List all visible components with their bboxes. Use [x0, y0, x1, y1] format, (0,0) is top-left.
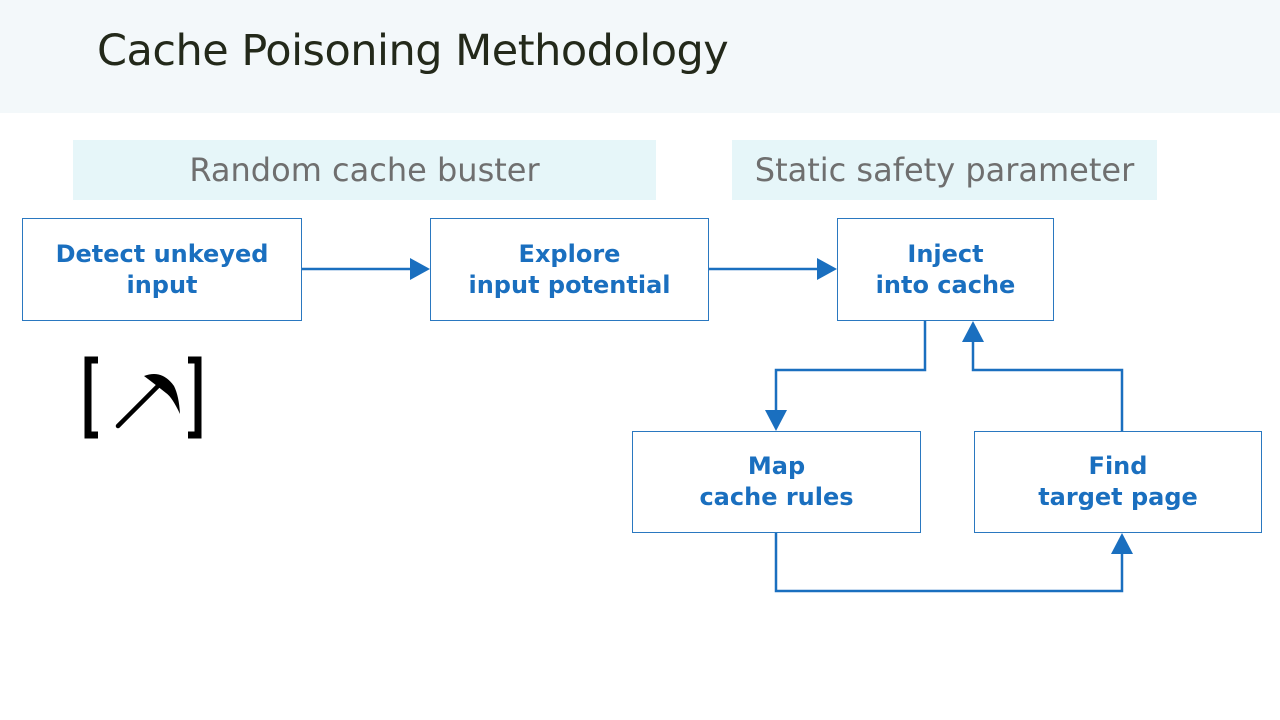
- step-detect-line1: Detect unkeyed: [55, 239, 269, 268]
- step-map-cache-rules: Map cache rules: [632, 431, 921, 533]
- arrow-find-to-inject: [971, 340, 1124, 431]
- step-find-target-page: Find target page: [974, 431, 1262, 533]
- step-map-line1: Map: [747, 452, 806, 480]
- slide-title: Cache Poisoning Methodology: [97, 26, 729, 76]
- arrowhead-explore-to-inject: [817, 258, 837, 280]
- step-explore-line2: input potential: [468, 270, 671, 299]
- step-inject-into-cache: Inject into cache: [837, 218, 1054, 321]
- arrowhead-inject-to-map: [765, 410, 787, 431]
- arrowhead-detect-to-explore: [410, 258, 430, 280]
- band-random-cache-buster: Random cache buster: [73, 140, 656, 200]
- band-static-safety-parameter: Static safety parameter: [732, 140, 1157, 200]
- step-detect-line2: input: [126, 270, 198, 299]
- step-inject-line2: into cache: [875, 270, 1016, 299]
- title-bar: [0, 0, 1280, 113]
- arrow-map-to-find: [774, 533, 1124, 593]
- step-find-line1: Find: [1088, 452, 1148, 480]
- step-map-line2: cache rules: [699, 483, 854, 511]
- step-explore-line1: Explore: [518, 239, 621, 268]
- step-detect-unkeyed-input: Detect unkeyed input: [22, 218, 302, 321]
- step-find-line2: target page: [1038, 483, 1198, 511]
- arrowhead-map-to-find: [1111, 533, 1133, 554]
- pickaxe-in-brackets-icon: [84, 356, 202, 439]
- step-inject-line1: Inject: [907, 239, 984, 268]
- step-explore-input-potential: Explore input potential: [430, 218, 709, 321]
- arrowhead-find-to-inject: [962, 321, 984, 342]
- arrow-inject-to-map: [774, 321, 927, 412]
